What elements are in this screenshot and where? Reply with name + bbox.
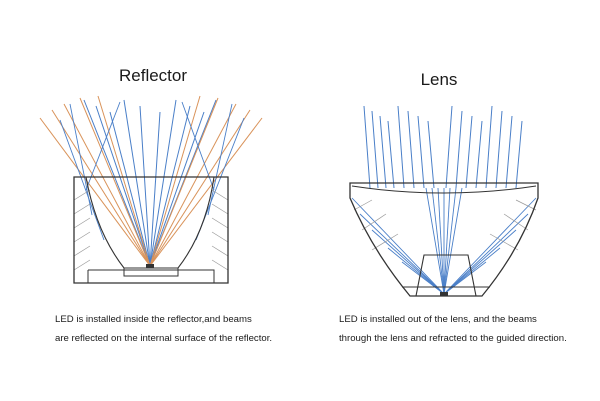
- direct-beam: [149, 105, 191, 267]
- lens-guide: [503, 213, 529, 231]
- reflected-beam: [51, 109, 151, 267]
- lens-exit-beam: [455, 110, 463, 189]
- reflector-base: [87, 268, 215, 283]
- lens-guide: [489, 233, 519, 251]
- lens-center-beam: [443, 187, 451, 295]
- reflector-guide: [73, 203, 91, 215]
- lens-caption-line-1: LED is installed out of the lens, and th…: [339, 314, 537, 325]
- lens-exit-beam: [397, 105, 405, 189]
- lens-exit-beam: [387, 120, 395, 189]
- lens-exit-beam: [515, 120, 523, 189]
- reflector-guide: [211, 245, 229, 257]
- lens-inner-beam: [401, 261, 445, 295]
- reflector-guide: [211, 231, 229, 243]
- lens-guide: [371, 233, 399, 251]
- lens-center-beam: [431, 187, 445, 295]
- lens-inner-beam: [443, 197, 537, 295]
- direct-beam: [149, 111, 161, 267]
- led-chip-reflector: [146, 264, 154, 268]
- lens-exit-beam: [465, 115, 473, 189]
- reflector-caption-line-1: LED is installed inside the reflector,an…: [55, 314, 252, 325]
- reflector-title: Reflector: [118, 66, 188, 85]
- lens-exit-beam: [379, 115, 387, 189]
- reflected-beam: [149, 109, 251, 267]
- reflector-guide: [211, 217, 229, 229]
- lens-exit-beam: [505, 115, 513, 189]
- lens-exit-beam: [417, 115, 425, 189]
- direct-beam: [139, 105, 151, 267]
- lens-guide-lines: [353, 199, 537, 251]
- reflected-beam: [149, 97, 219, 267]
- reflector-caption-line-2: are reflected on the internal surface of…: [55, 333, 273, 344]
- lens-title: Lens: [420, 70, 458, 89]
- reflector-guide: [73, 231, 91, 243]
- direct-beam: [149, 99, 177, 267]
- lens-exit-beam: [495, 110, 503, 189]
- reflector-guide: [73, 189, 91, 201]
- lens-exit-beam: [485, 105, 493, 189]
- lens-caption: LED is installed out of the lens, and th…: [339, 310, 567, 348]
- reflected-direct-beam: [181, 101, 215, 191]
- lens-exit-beam: [475, 120, 483, 189]
- lens-inner-beam: [359, 213, 445, 295]
- reflected-beam: [149, 103, 237, 267]
- lens-guide: [515, 199, 537, 211]
- lens-inner-beam: [443, 229, 517, 295]
- reflector-guide-lines: [73, 189, 229, 271]
- reflector-body-outline: [73, 176, 229, 284]
- reflected-beam: [63, 103, 151, 267]
- lens-inner-beam: [443, 247, 501, 295]
- direct-beam: [95, 105, 151, 267]
- lens-exit-beam: [371, 110, 379, 189]
- reflected-direct-beam: [59, 119, 105, 241]
- reflector-diagram: [39, 95, 263, 284]
- lens-center-beam: [425, 187, 445, 295]
- lens-beams: [351, 105, 537, 295]
- reflected-beam: [149, 117, 263, 267]
- reflector-beams: [39, 95, 263, 267]
- lens-inner-beam: [443, 213, 529, 295]
- direct-beam: [109, 111, 151, 267]
- reflector-guide: [73, 217, 91, 229]
- reflected-beam: [149, 95, 201, 267]
- lens-top-surface: [351, 185, 537, 194]
- reflected-beam: [79, 97, 151, 267]
- reflector-guide: [73, 259, 91, 271]
- lens-guide: [361, 213, 387, 231]
- lens-center-beam: [443, 187, 463, 295]
- direct-beam: [123, 99, 151, 267]
- lens-guide: [353, 199, 373, 211]
- lens-diagram: [349, 105, 539, 297]
- lens-inner-beam: [371, 229, 445, 295]
- lens-body-outline: [349, 182, 539, 297]
- lens-exit-beam: [427, 120, 435, 189]
- lens-center-beam: [443, 187, 457, 295]
- reflected-direct-beam: [85, 101, 121, 191]
- reflector-guide: [211, 259, 229, 271]
- led-chip-lens: [440, 292, 448, 296]
- lens-inner-beam: [351, 197, 445, 295]
- lens-exit-beam: [445, 105, 453, 189]
- reflector-guide: [73, 245, 91, 257]
- reflector-guide: [211, 189, 229, 201]
- reflector-caption: LED is installed inside the reflector,an…: [55, 310, 272, 348]
- lens-center-beam: [437, 187, 445, 295]
- reflected-direct-beam: [207, 103, 233, 216]
- reflector-inner-surface: [85, 176, 215, 269]
- reflected-beam: [39, 117, 151, 267]
- lens-exit-beam: [407, 110, 415, 189]
- reflected-beam: [97, 95, 151, 267]
- reflector-guide: [211, 203, 229, 215]
- lens-led-cavity: [415, 254, 477, 297]
- lens-exit-beam: [363, 105, 371, 189]
- lens-caption-line-2: through the lens and refracted to the gu…: [339, 333, 567, 344]
